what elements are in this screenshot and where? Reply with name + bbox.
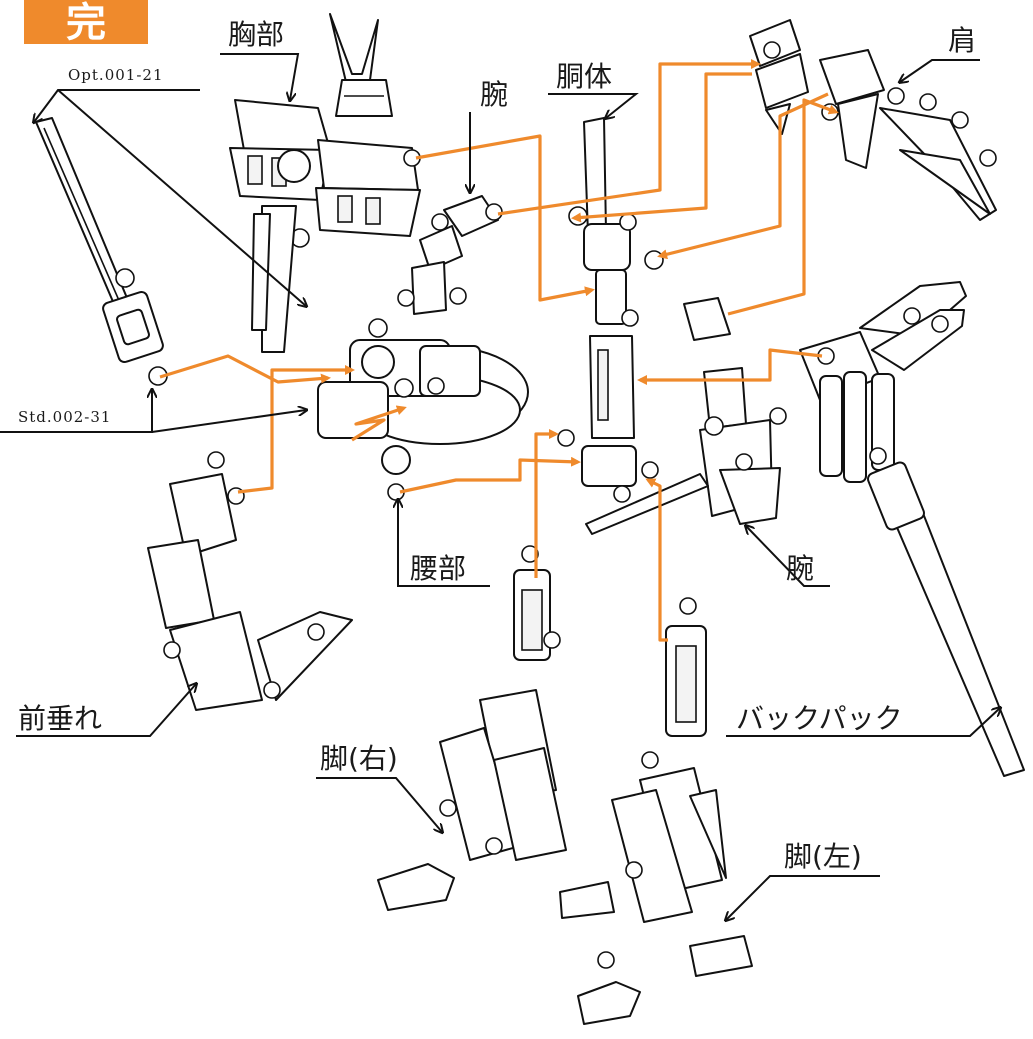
- part-backpack: [799, 281, 1025, 777]
- part-chest: [229, 99, 421, 353]
- part-head: [329, 13, 393, 117]
- label-opt-part: Opt.001-21: [68, 66, 163, 84]
- label-shoulder: 肩: [948, 24, 976, 57]
- badge-text: 完: [66, 0, 106, 46]
- part-arm-right: [585, 297, 787, 535]
- part-torso: [557, 117, 664, 503]
- part-arm-top: [397, 195, 503, 315]
- label-torso: 胴体: [556, 60, 612, 93]
- part-front-skirt: [147, 451, 353, 711]
- connector-waist-torso: [399, 456, 581, 494]
- part-shoulder: [749, 19, 997, 221]
- label-std-part: Std.002-31: [18, 408, 111, 426]
- connector-shoulder-torso-1: [571, 72, 752, 223]
- connector-arrows: [159, 59, 839, 642]
- connector-leg-right: [534, 429, 559, 578]
- leader-lines: [0, 53, 1000, 920]
- connector-chest-torso: [415, 134, 595, 302]
- label-chest: 胸部: [228, 18, 284, 51]
- connector-sword-waist: [159, 354, 331, 384]
- connector-arm-torso: [727, 98, 839, 316]
- connector-leg-left: [645, 478, 668, 642]
- connector-arm-shoulder: [497, 59, 761, 216]
- part-waist: [317, 318, 529, 501]
- label-leg-left: 脚(左): [784, 840, 862, 873]
- part-leg-left: [577, 597, 753, 1025]
- label-arm-right: 腕: [786, 552, 814, 585]
- label-leg-right: 脚(右): [320, 742, 398, 775]
- part-leg-right: [377, 545, 615, 919]
- completion-badge: 完: [24, 0, 148, 46]
- connector-backpack-torso: [637, 348, 823, 385]
- connector-skirt-waist: [237, 365, 355, 494]
- label-front-skirt: 前垂れ: [18, 702, 102, 735]
- label-arm-top: 腕: [480, 78, 508, 111]
- part-sword-left: [35, 117, 168, 386]
- label-waist: 腰部: [410, 552, 466, 585]
- connector-waist-inner: [351, 405, 407, 442]
- label-backpack: バックパック: [736, 702, 903, 735]
